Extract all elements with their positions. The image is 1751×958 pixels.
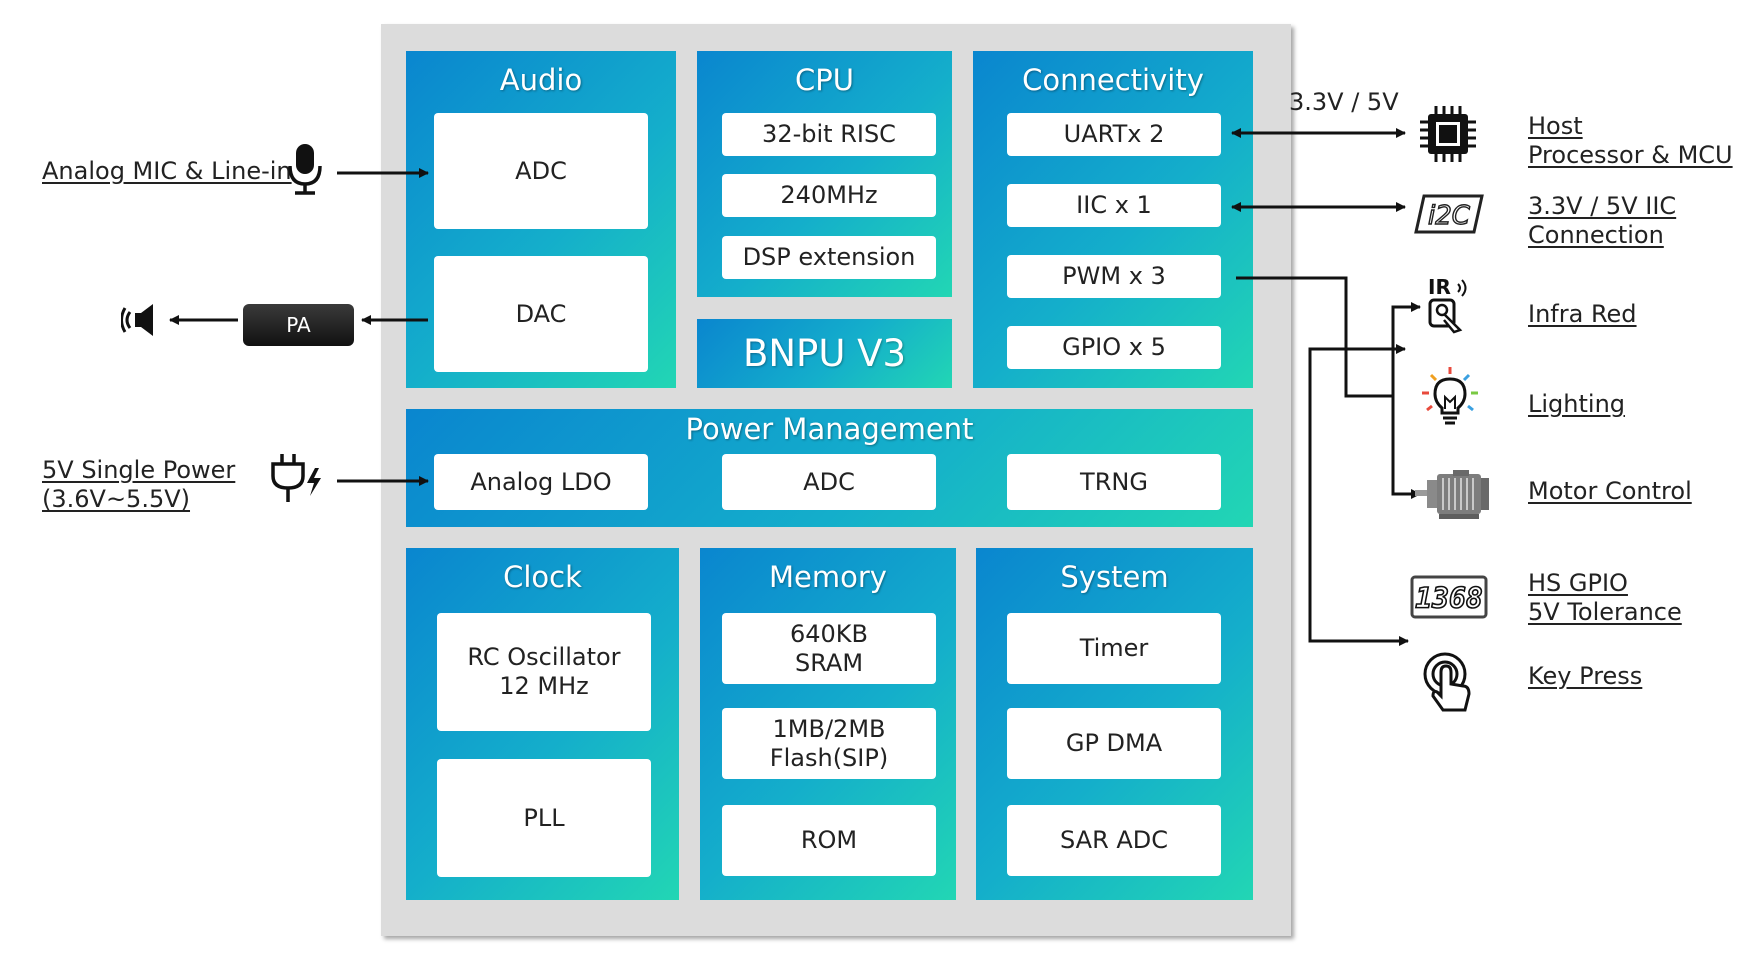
rc-oscillator-line2: 12 MHz	[499, 672, 589, 700]
processor-chip-icon	[1418, 104, 1478, 168]
connectivity-title: Connectivity	[1022, 63, 1204, 97]
flash-box: 1MB/2MB Flash(SIP)	[722, 708, 936, 779]
cpu-section: CPU 32-bit RISC 240MHz DSP extension	[697, 51, 952, 297]
host-processor-label: Host Processor & MCU	[1528, 112, 1733, 170]
iic-box: IIC x 1	[1007, 184, 1221, 227]
pll-box: PLL	[437, 759, 651, 877]
speaker-icon	[120, 300, 163, 344]
bnpu-title: BNPU V3	[742, 332, 907, 375]
hs-gpio-line2: 5V Tolerance	[1528, 598, 1682, 626]
cpu-risc-box: 32-bit RISC	[722, 113, 936, 156]
motor-control-label: Motor Control	[1528, 477, 1692, 505]
seven-segment-display-icon: 1368	[1410, 575, 1488, 623]
pwm-ir-arrow	[1391, 302, 1421, 396]
iic-connection-label: 3.3V / 5V IIC Connection	[1528, 192, 1676, 250]
iic-connection-line2: Connection	[1528, 221, 1664, 249]
cpu-dsp-box: DSP extension	[722, 236, 936, 279]
clock-title: Clock	[503, 560, 582, 594]
i2c-icon-text: i2C	[1428, 201, 1471, 231]
analog-ldo-box: Analog LDO	[434, 454, 648, 510]
gpio-arrow	[1308, 344, 1409, 646]
connectivity-section: Connectivity UARTx 2 IIC x 1 PWM x 3 GPI…	[973, 51, 1253, 388]
memory-title: Memory	[769, 560, 887, 594]
bnpu-section: BNPU V3	[697, 319, 952, 388]
timer-box: Timer	[1007, 613, 1221, 684]
light-bulb-icon	[1419, 365, 1481, 435]
system-section: System Timer GP DMA SAR ADC	[976, 548, 1253, 900]
lighting-label: Lighting	[1528, 390, 1626, 418]
flash-line1: 1MB/2MB	[772, 714, 886, 743]
key-press-label: Key Press	[1528, 662, 1643, 690]
mic-label: Analog MIC & Line-in	[42, 157, 292, 185]
hs-gpio-line1: HS GPIO	[1528, 569, 1628, 597]
ir-icon-text: IR	[1428, 275, 1451, 299]
motor-icon	[1413, 470, 1491, 524]
power-supply-label: 5V Single Power (3.6V~5.5V)	[42, 456, 235, 514]
power-supply-line2: (3.6V~5.5V)	[42, 485, 191, 513]
audio-dac-box: DAC	[434, 256, 648, 372]
sram-box: 640KB SRAM	[722, 613, 936, 684]
infrared-label: Infra Red	[1528, 300, 1637, 328]
power-adc-box: ADC	[722, 454, 936, 510]
pwm-bus-line	[1236, 276, 1393, 398]
host-processor-line1: Host	[1528, 112, 1583, 140]
uart-box: UARTx 2	[1007, 113, 1221, 156]
audio-title: Audio	[499, 63, 583, 97]
touch-press-icon	[1423, 650, 1479, 720]
pa-block: PA	[243, 304, 354, 346]
audio-section: Audio ADC DAC	[406, 51, 676, 388]
system-title: System	[1060, 560, 1169, 594]
rc-oscillator-box: RC Oscillator 12 MHz	[437, 613, 651, 731]
power-management-section: Power Management Analog LDO ADC TRNG	[406, 409, 1253, 527]
sram-line1: 640KB	[789, 619, 868, 648]
pwm-motor-arrow	[1391, 396, 1421, 499]
rc-oscillator-line1: RC Oscillator	[467, 643, 621, 672]
rom-box: ROM	[722, 805, 936, 876]
host-processor-line2: Processor & MCU	[1528, 141, 1733, 169]
hs-gpio-label: HS GPIO 5V Tolerance	[1528, 569, 1682, 627]
microphone-icon	[285, 142, 325, 200]
power-supply-line1: 5V Single Power	[42, 456, 236, 484]
segment-display-text: 1368	[1415, 582, 1482, 615]
pwm-box: PWM x 3	[1007, 255, 1221, 298]
gpio-box: GPIO x 5	[1007, 326, 1221, 369]
audio-adc-box: ADC	[434, 113, 648, 229]
power-management-title: Power Management	[685, 412, 974, 446]
clock-section: Clock RC Oscillator 12 MHz PLL	[406, 548, 679, 900]
trng-box: TRNG	[1007, 454, 1221, 510]
gp-dma-box: GP DMA	[1007, 708, 1221, 779]
iic-connection-line1: 3.3V / 5V IIC	[1528, 192, 1677, 220]
cpu-frequency-box: 240MHz	[722, 174, 936, 217]
cpu-title: CPU	[795, 63, 854, 97]
sar-adc-box: SAR ADC	[1007, 805, 1221, 876]
infrared-remote-icon: IR	[1422, 274, 1478, 340]
sram-line2: SRAM	[794, 648, 864, 677]
i2c-icon: i2C	[1412, 193, 1486, 239]
power-plug-icon	[269, 452, 325, 508]
voltage-label: 3.3V / 5V	[1289, 88, 1399, 116]
flash-line2: Flash(SIP)	[769, 743, 889, 772]
memory-section: Memory 640KB SRAM 1MB/2MB Flash(SIP) ROM	[700, 548, 956, 900]
